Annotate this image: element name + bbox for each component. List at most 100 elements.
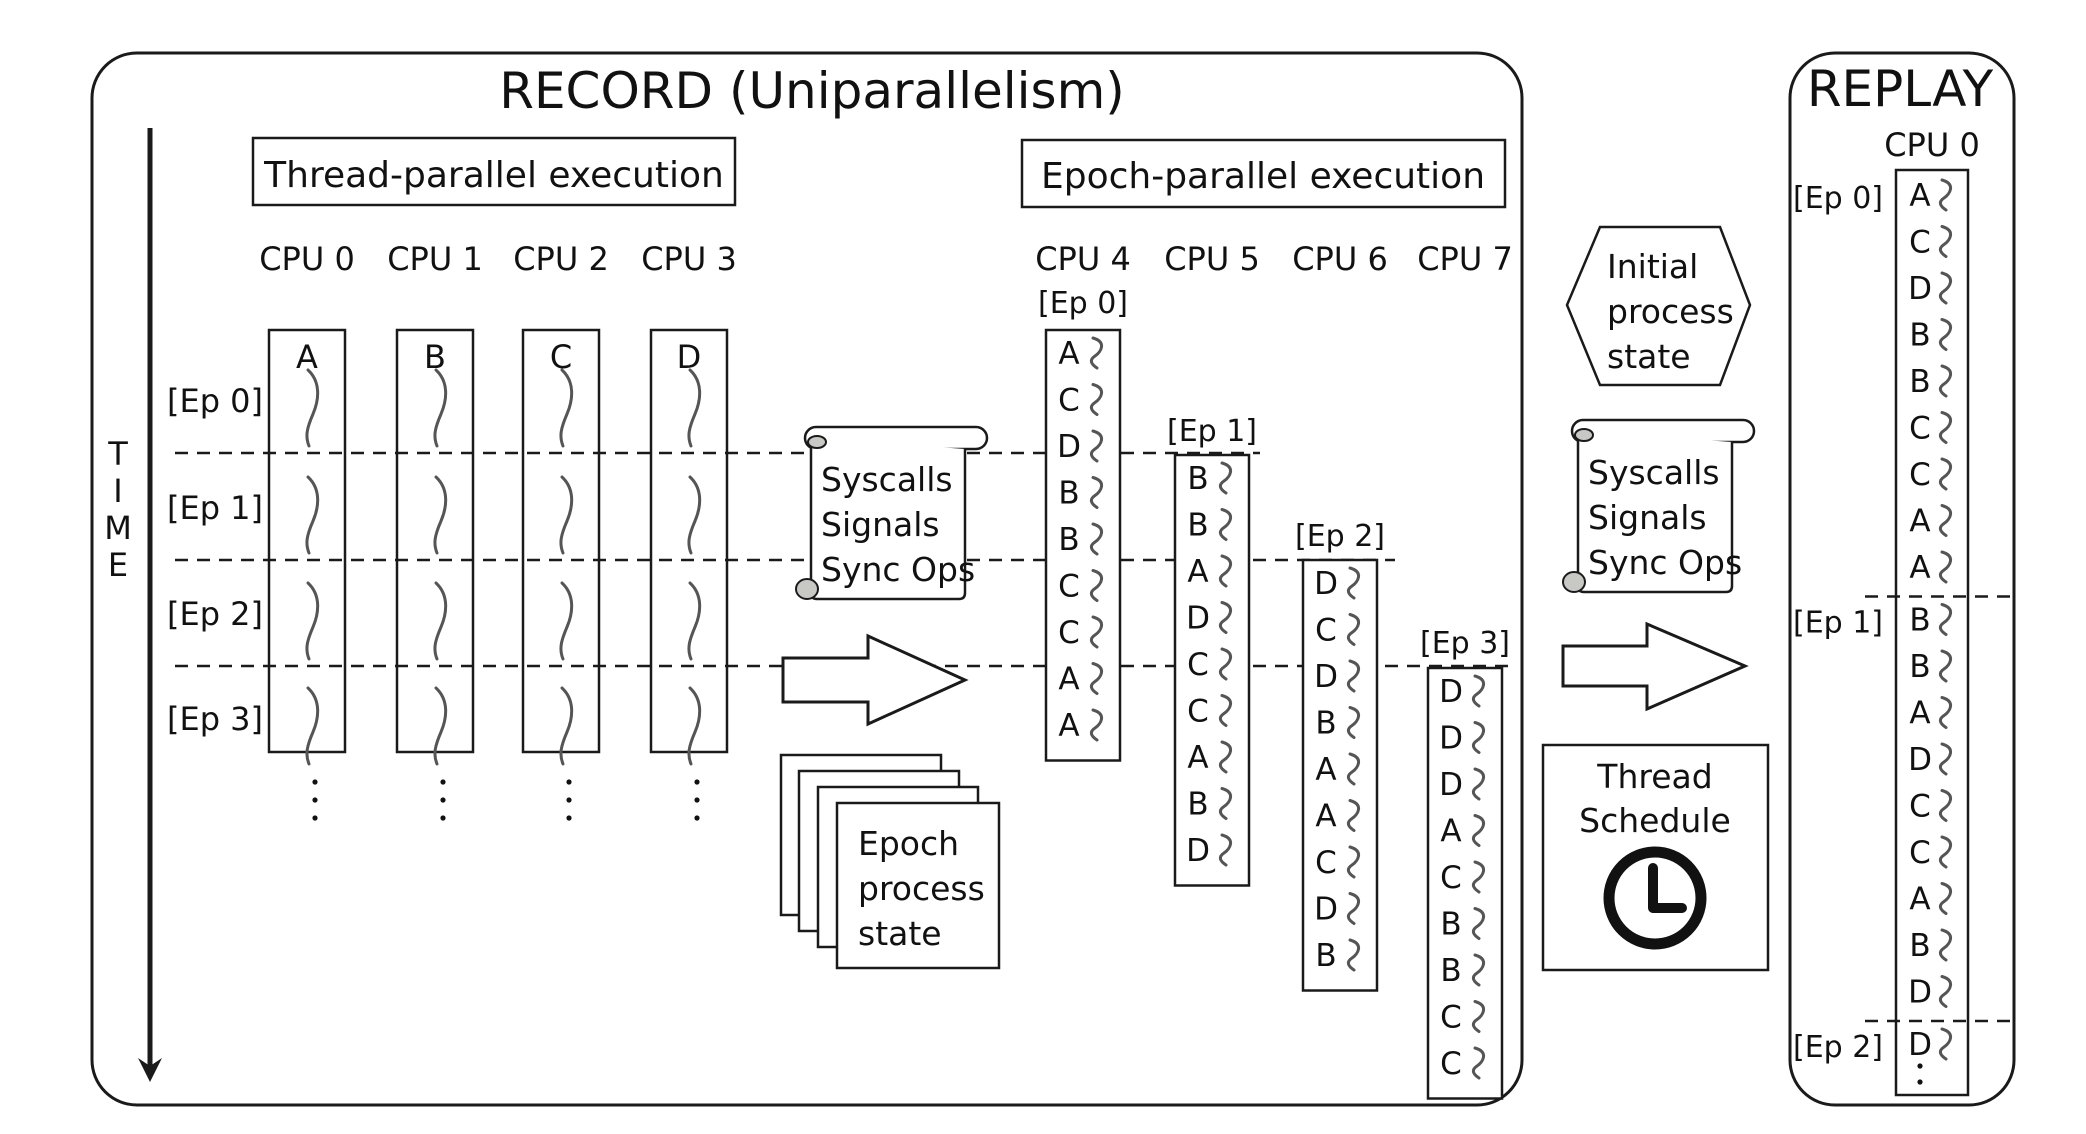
- thread-squiggle-icon: [305, 368, 320, 448]
- scroll-line-2: Signals: [1588, 498, 1707, 537]
- thread-squiggle-icon: [1218, 554, 1232, 588]
- thread-squiggle-icon: [1346, 659, 1360, 693]
- scroll-line-1: Syscalls: [821, 460, 953, 499]
- time-letter: M: [104, 509, 132, 547]
- thread-squiggle-icon: [1471, 1046, 1485, 1080]
- thread-entry: A: [1315, 752, 1336, 788]
- thread-squiggle-icon: [1218, 508, 1232, 541]
- thread-entry: D: [1186, 833, 1210, 869]
- thread-squiggle-icon: [687, 581, 702, 661]
- cpu-box: [1173, 453, 1251, 887]
- thread-entry: A: [1058, 708, 1079, 744]
- thread-entry: C: [1058, 383, 1080, 419]
- cpu-column-1: CPU 1B: [387, 240, 483, 821]
- thread-squiggle-icon: [1089, 708, 1103, 742]
- record-title: RECORD (Uniparallelism): [499, 62, 1125, 120]
- thread-squiggle-icon: [305, 475, 320, 555]
- scroll-line-1: Syscalls: [1588, 453, 1720, 492]
- cpu-column-3: CPU 3D: [641, 240, 737, 821]
- thread-squiggle-icon: [1938, 411, 1952, 444]
- thread-squiggle-icon: [1471, 953, 1485, 987]
- thread-squiggle-icon: [1938, 975, 1952, 1008]
- thread-entry: D: [1186, 601, 1210, 637]
- scroll-curl-bottom: [795, 578, 819, 600]
- thread-squiggle-icon: [1938, 178, 1952, 212]
- thread-squiggle-icon: [1346, 892, 1360, 925]
- thread-entry: B: [1058, 522, 1079, 558]
- thread-squiggle-icon: [1938, 504, 1952, 537]
- thread-squiggle-icon: [1346, 613, 1360, 646]
- thread-squiggle-icon: [1938, 271, 1952, 305]
- thread-parallel-title: Thread-parallel execution: [263, 155, 724, 196]
- thread-entry: A: [1058, 662, 1079, 698]
- thread-entry: D: [1439, 674, 1463, 710]
- replay-epoch-label: [Ep 2]: [1793, 1030, 1883, 1065]
- thread-squiggle-icon: [433, 475, 448, 555]
- replay-thread-entry: C: [1909, 411, 1931, 447]
- replay-thread-entry: B: [1909, 928, 1930, 964]
- thread-squiggle-icon: [1938, 364, 1952, 398]
- epoch-label: [Ep 1]: [1167, 414, 1257, 449]
- continuation-dot: [440, 815, 446, 821]
- scroll-curl-top: [1574, 428, 1594, 442]
- continuation-dot: [312, 797, 318, 803]
- epoch-label: [Ep 1]: [167, 489, 263, 527]
- replay-thread-entry: C: [1909, 225, 1931, 261]
- thread-entry: C: [1440, 1046, 1462, 1082]
- thread-entry: B: [1058, 476, 1079, 512]
- thread-squiggle-icon: [1089, 383, 1103, 416]
- thread-squiggle-icon: [559, 368, 574, 448]
- replay-thread-entry: B: [1909, 603, 1930, 639]
- thread-squiggle-icon: [1346, 706, 1360, 739]
- thread-label: A: [296, 338, 318, 376]
- thread-entry: D: [1314, 659, 1338, 695]
- continuation-dot: [1917, 1079, 1923, 1085]
- thread-schedule-box: Thread Schedule: [1541, 743, 1770, 972]
- replay-thread-entry: D: [1908, 271, 1932, 307]
- thread-entry: C: [1058, 615, 1080, 651]
- thread-squiggle-icon: [1346, 566, 1360, 600]
- scroll-line-3: Sync Ops: [821, 550, 975, 589]
- thread-entry: B: [1315, 706, 1336, 742]
- continuation-dot: [694, 815, 700, 821]
- epoch-process-state-stack: Epoch process state: [779, 753, 1001, 970]
- initial-state-line-3: state: [1607, 337, 1691, 376]
- replay-cpu-label: CPU 0: [1884, 126, 1980, 164]
- continuation-dot: [312, 779, 318, 785]
- thread-squiggle-icon: [1938, 742, 1952, 776]
- continuation-dot: [694, 797, 700, 803]
- thread-squiggle-icon: [1218, 694, 1232, 727]
- thread-squiggle-icon: [687, 368, 702, 448]
- thread-squiggle-icon: [687, 686, 702, 766]
- thread-squiggle-icon: [1346, 938, 1360, 972]
- replay-arrow-icon: [1561, 621, 1749, 712]
- thread-entry: C: [1315, 613, 1337, 649]
- thread-entry: D: [1314, 566, 1338, 602]
- thread-squiggle-icon: [1471, 860, 1485, 894]
- continuation-dot: [312, 815, 318, 821]
- thread-entry: C: [1315, 845, 1337, 881]
- thread-entry: B: [1187, 508, 1208, 544]
- thread-squiggle-icon: [559, 475, 574, 555]
- thread-squiggle-icon: [1938, 603, 1952, 636]
- time-arrow-icon: [138, 1058, 162, 1082]
- time-letter: T: [107, 435, 128, 473]
- thread-label: C: [550, 338, 572, 376]
- thread-entry: A: [1315, 799, 1336, 835]
- thread-squiggle-icon: [1346, 752, 1360, 786]
- epoch-state-line-2: process: [858, 869, 985, 908]
- epoch-parallel-header: Epoch-parallel execution: [1020, 138, 1507, 209]
- thread-squiggle-icon: [1089, 336, 1103, 370]
- continuation-dot: [1917, 1063, 1923, 1069]
- thread-label: B: [424, 338, 446, 376]
- thread-squiggle-icon: [559, 686, 574, 766]
- thread-squiggle-icon: [433, 368, 448, 448]
- replay-thread-entry: C: [1909, 789, 1931, 825]
- schedule-line-1: Thread: [1596, 757, 1712, 796]
- thread-squiggle-icon: [1938, 457, 1952, 491]
